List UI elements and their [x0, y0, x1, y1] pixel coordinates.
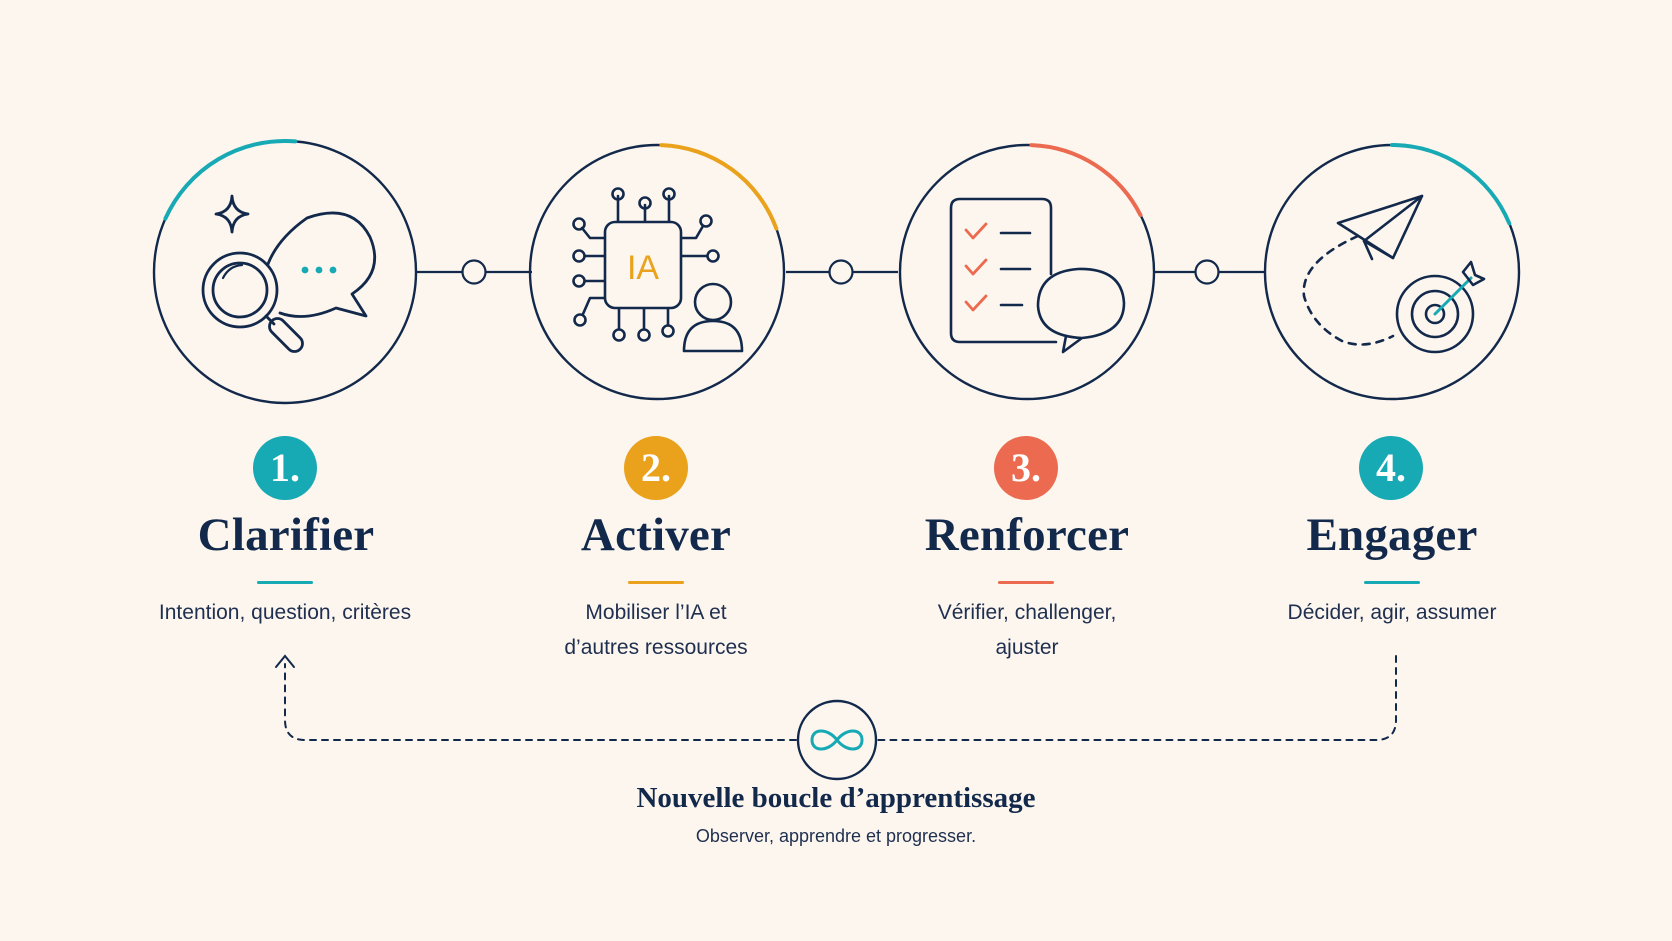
- connector-node: [461, 259, 487, 285]
- step-circle-2: [528, 143, 786, 401]
- step-arc-1: [163, 138, 298, 221]
- ai-chip-person-icon: [572, 187, 744, 353]
- infinity-icon: [810, 729, 864, 751]
- ai-chip-label: IA: [627, 249, 659, 287]
- step-underline: [1364, 581, 1420, 584]
- step-arc-2: [659, 143, 779, 231]
- speech-bubble-icon: [1036, 267, 1126, 354]
- step-description-line: Mobiliser l’IA et: [585, 601, 727, 624]
- magnifier-chat-icon: [201, 194, 377, 353]
- paper-plane-target-icon: [1302, 194, 1486, 354]
- step-title: Activer: [580, 509, 732, 561]
- loop-subtitle: Observer, apprendre et progresser.: [695, 826, 977, 846]
- step-circle-3: [898, 143, 1156, 401]
- step-arc-4: [1390, 143, 1512, 226]
- step-number-badge: 2.: [624, 436, 688, 500]
- person-icon: [693, 282, 733, 322]
- step-description-line: d’autres ressources: [564, 636, 748, 659]
- target-icon: [1395, 274, 1475, 354]
- step-description-line: Intention, question, critères: [158, 601, 412, 624]
- step-number-badge: 1.: [253, 436, 317, 500]
- connector-node: [1194, 259, 1220, 285]
- step-circles: [152, 138, 1521, 405]
- speech-bubble-icon: [261, 211, 377, 318]
- loop-arrowhead-icon: [275, 654, 295, 668]
- step-underline: [998, 581, 1054, 584]
- step-description: Décider, agir, assumer: [1242, 595, 1542, 630]
- step-number-badge: 4.: [1359, 436, 1423, 500]
- step-number-badge: 3.: [994, 436, 1058, 500]
- step-description-line: Vérifier, challenger,: [937, 601, 1117, 624]
- step-arc-3: [1029, 143, 1143, 218]
- feedback-loop: [275, 654, 1397, 781]
- step-title: Engager: [1306, 509, 1478, 561]
- sparkle-icon: [214, 194, 250, 234]
- step-description: Intention, question, critères: [135, 595, 435, 630]
- step-title: Clarifier: [197, 509, 375, 561]
- checklist-chat-icon: [949, 197, 1126, 354]
- step-description-line: Décider, agir, assumer: [1287, 601, 1497, 624]
- ai-chip: [603, 220, 683, 310]
- connector-node: [828, 259, 854, 285]
- step-underline: [257, 581, 313, 584]
- step-description-line: ajuster: [995, 636, 1059, 659]
- step-title: Renforcer: [924, 509, 1130, 561]
- step-underline: [628, 581, 684, 584]
- step-description: Vérifier, challenger, ajuster: [877, 595, 1177, 665]
- loop-title: Nouvelle boucle d’apprentissage: [636, 782, 1036, 814]
- step-description: Mobiliser l’IA et d’autres ressources: [506, 595, 806, 665]
- arrow-icon: [1433, 276, 1473, 316]
- connectors: [417, 259, 1265, 285]
